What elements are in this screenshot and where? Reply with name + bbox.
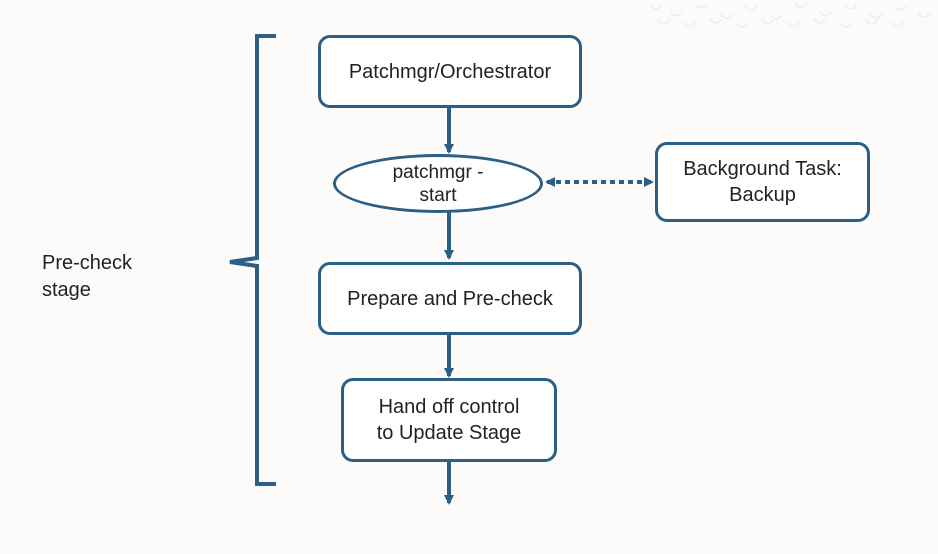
background-task-box: Background Task: Backup bbox=[655, 142, 870, 222]
prepare-precheck-label: Prepare and Pre-check bbox=[347, 287, 553, 310]
orchestrator-box: Patchmgr/Orchestrator bbox=[318, 35, 582, 108]
orchestrator-label: Patchmgr/Orchestrator bbox=[348, 60, 552, 83]
background-task-label: Background Task: Backup bbox=[683, 158, 842, 206]
prepare-precheck-box: Prepare and Pre-check bbox=[318, 262, 582, 335]
stage-brace bbox=[229, 34, 276, 486]
patchmgr-start-label: patchmgr - start bbox=[392, 161, 484, 206]
handoff-box: Hand off control to Update Stage bbox=[341, 378, 557, 462]
decorative-pattern bbox=[649, 2, 931, 28]
pre-check-stage-label: Pre-check stage bbox=[42, 250, 182, 304]
patchmgr-start-ellipse: patchmgr - start bbox=[333, 154, 543, 213]
stage-label-text: Pre-check stage bbox=[42, 252, 133, 301]
handoff-label: Hand off control to Update Stage bbox=[376, 396, 522, 444]
